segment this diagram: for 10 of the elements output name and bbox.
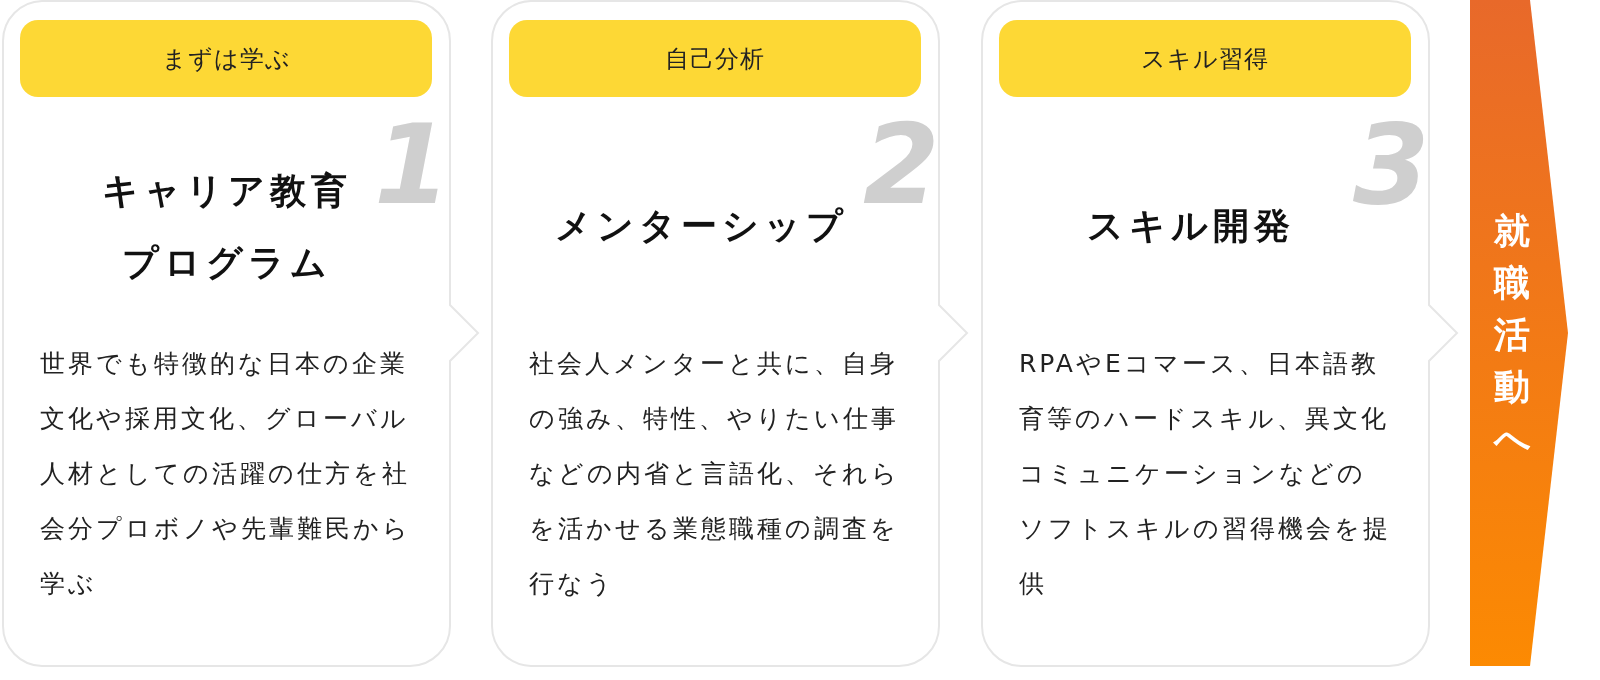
banner-text: 就職活動へ (1492, 209, 1532, 461)
step-tag: まずは学ぶ (20, 20, 432, 97)
card-title: キャリア教育プログラム (101, 169, 353, 285)
card-title: スキル開発 (1086, 204, 1296, 248)
card-text: 社会人メンターと共に、自身の強み、特性、やりたい仕事などの内省と言語化、それらを活かせる業態職種の調査を行なう (529, 348, 901, 600)
card-text: RPAやEコマース、日本語教育等のハードスキル、異文化コミュニケーションなどのソフトスキルの習得機会を提供 (1019, 348, 1392, 600)
card-title: メンターシップ (553, 204, 849, 248)
card-text: 世界でも特徴的な日本の企業文化や採用文化、グローバル人材としての活躍の仕方を社会分プロボノや先輩難民から学ぶ (40, 348, 412, 600)
step-tag: 自己分析 (509, 20, 921, 97)
step-tag: スキル習得 (999, 20, 1411, 97)
